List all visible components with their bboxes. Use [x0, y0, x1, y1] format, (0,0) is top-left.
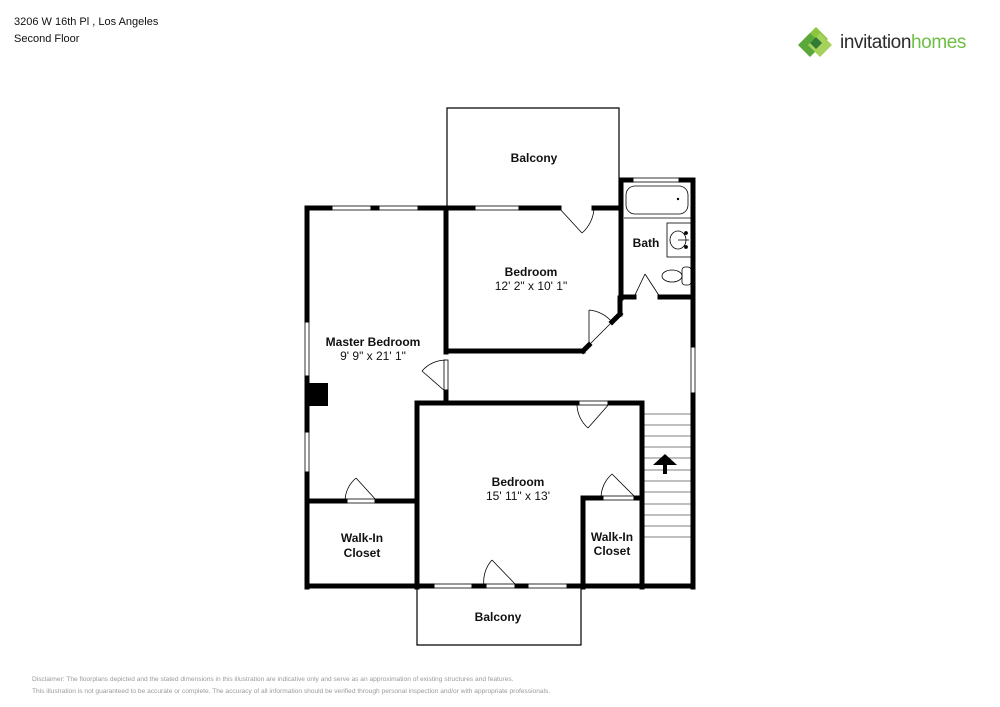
- room-label-walkin-right-1: Walk-In: [591, 530, 633, 544]
- balcony-bottom-outline: [416, 587, 582, 646]
- stairs-up-arrow-icon: [653, 454, 677, 474]
- logo-wordmark: invitationhomes: [840, 32, 967, 53]
- room-label-walkin-left-2: Closet: [344, 546, 381, 560]
- balcony-top-outline: [446, 107, 620, 208]
- stairs: [644, 413, 691, 538]
- room-label-master-bedroom: Master Bedroom: [326, 335, 421, 349]
- room-label-balcony-top: Balcony: [511, 151, 558, 165]
- sink-icon: [666, 222, 692, 258]
- disclaimer-line-2: This illustration is not guaranteed to b…: [32, 688, 551, 695]
- disclaimer-line-1: Disclaimer: The floorplans depicted and …: [32, 676, 514, 683]
- walls: [304, 177, 696, 590]
- bathtub-icon: [625, 185, 689, 215]
- address-text: 3206 W 16th Pl , Los Angeles: [14, 16, 159, 28]
- room-label-walkin-left-1: Walk-In: [341, 531, 383, 545]
- header: 3206 W 16th Pl , Los Angeles Second Floo…: [14, 14, 158, 48]
- room-label-bath: Bath: [633, 236, 660, 250]
- disclaimer: Disclaimer: The floorplans depicted and …: [32, 674, 550, 698]
- room-label-balcony-bottom: Balcony: [475, 610, 522, 624]
- windows: [304, 177, 696, 589]
- fireplace-block: [307, 383, 328, 406]
- bath-fixtures: [624, 185, 692, 286]
- brand-logo: invitationhomes: [798, 25, 966, 61]
- floor-label: Second Floor: [14, 33, 80, 45]
- room-dims-master-bedroom: 9' 9" x 21' 1": [340, 349, 406, 363]
- logo-mark-icon: [798, 27, 832, 57]
- room-label-walkin-right-2: Closet: [594, 544, 631, 558]
- doors: [344, 207, 661, 589]
- toilet-icon: [661, 269, 683, 283]
- room-dims-bedroom-lower: 15' 11" x 13': [486, 489, 550, 503]
- room-label-bedroom-upper: Bedroom: [505, 265, 558, 279]
- room-label-bedroom-lower: Bedroom: [492, 475, 545, 489]
- room-dims-bedroom-upper: 12' 2" x 10' 1": [495, 279, 567, 293]
